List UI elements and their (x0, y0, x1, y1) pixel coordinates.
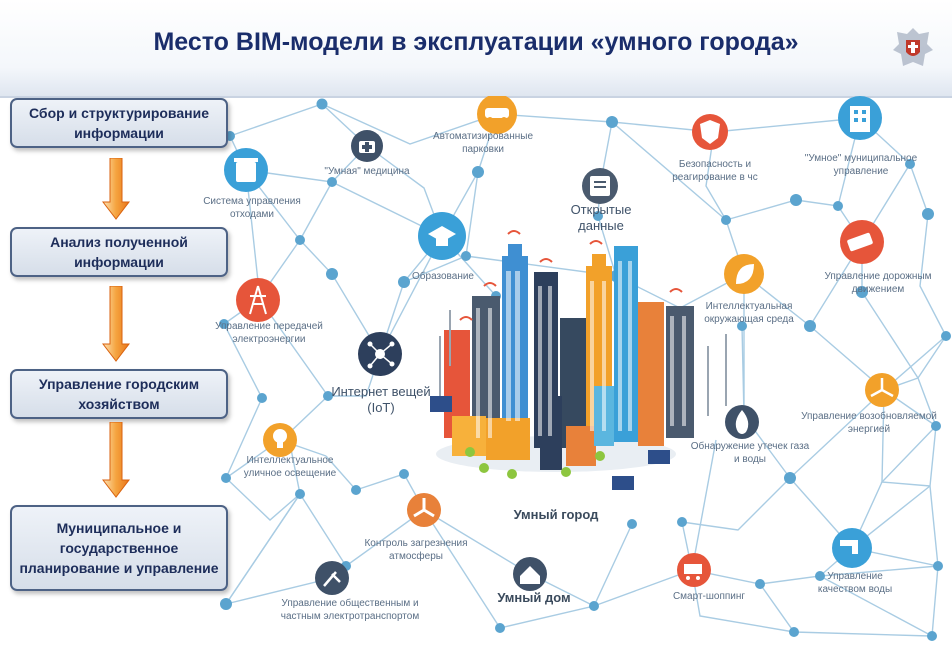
label-lighting: Интеллектуальное уличное освещение (243, 455, 337, 479)
renewable-turbine-icon (865, 373, 899, 407)
step-planning: Муниципальное и государственное планиров… (10, 505, 228, 591)
lighting-bulb-icon (263, 423, 297, 457)
label-water: Управление качеством воды (817, 571, 893, 595)
label-smart-city: Умный город (513, 507, 599, 522)
page-title: Место BIM-модели в эксплуатации «умного … (153, 28, 799, 56)
emblem-icon (893, 28, 933, 66)
arrow-down-icon (102, 286, 130, 362)
leak-flame-icon (725, 405, 759, 439)
transport-plug-icon (315, 561, 349, 595)
label-education: Образование (412, 271, 474, 282)
municipal-icon (838, 96, 882, 140)
label-leaks: Обнаружение утечек газа и воды (690, 441, 810, 465)
medicine-icon (351, 130, 383, 162)
label-open-data: Открытые данные (570, 202, 632, 233)
step-analysis: Анализ полученной информации (10, 227, 228, 277)
home-icon (513, 557, 547, 591)
label-waste: Система управления отходами (203, 196, 301, 220)
label-air: Контроль загрезнения атмосферы (364, 538, 468, 562)
network-graph (219, 96, 951, 641)
label-medicine: "Умная" медицина (324, 166, 410, 177)
parking-icon (477, 96, 517, 134)
label-parking: Автоматизированные парковки (432, 131, 534, 155)
water-tap-icon (832, 528, 872, 568)
arrow-down-icon (102, 422, 130, 498)
label-power: Управление передачей электроэнергии (215, 321, 323, 345)
waste-icon (224, 148, 268, 192)
traffic-camera-icon (840, 220, 884, 264)
label-municipal: "Умное" муниципальное управление (804, 153, 918, 177)
air-fan-icon (407, 493, 441, 527)
label-smart-home: Умный дом (497, 590, 571, 605)
label-renewable: Управление возобновляемой энергией (801, 411, 937, 435)
step-collect: Сбор и структурирование информации (10, 98, 228, 148)
power-tower-icon (236, 278, 280, 322)
label-traffic: Управление дорожным движением (824, 271, 932, 295)
open-data-icon (582, 168, 618, 204)
environment-leaf-icon (724, 254, 764, 294)
security-icon (692, 114, 728, 150)
label-environment: Интеллектуальная окружающая среда (704, 301, 794, 325)
shopping-cart-icon (677, 553, 711, 587)
label-iot: Интернет вещей (IoT) (331, 384, 431, 415)
label-security: Безопасность и реагирование в чс (672, 159, 758, 183)
arrow-down-icon (102, 158, 130, 220)
label-transport: Управление общественным и частным электр… (280, 598, 420, 622)
step-city-management: Управление городским хозяйством (10, 369, 228, 419)
education-icon (418, 212, 466, 260)
city-skyline-illustration (430, 230, 727, 490)
label-shopping: Смарт-шоппинг (672, 591, 746, 602)
iot-hub-icon (358, 332, 402, 376)
header-banner: Место BIM-модели в эксплуатации «умного … (0, 0, 952, 98)
